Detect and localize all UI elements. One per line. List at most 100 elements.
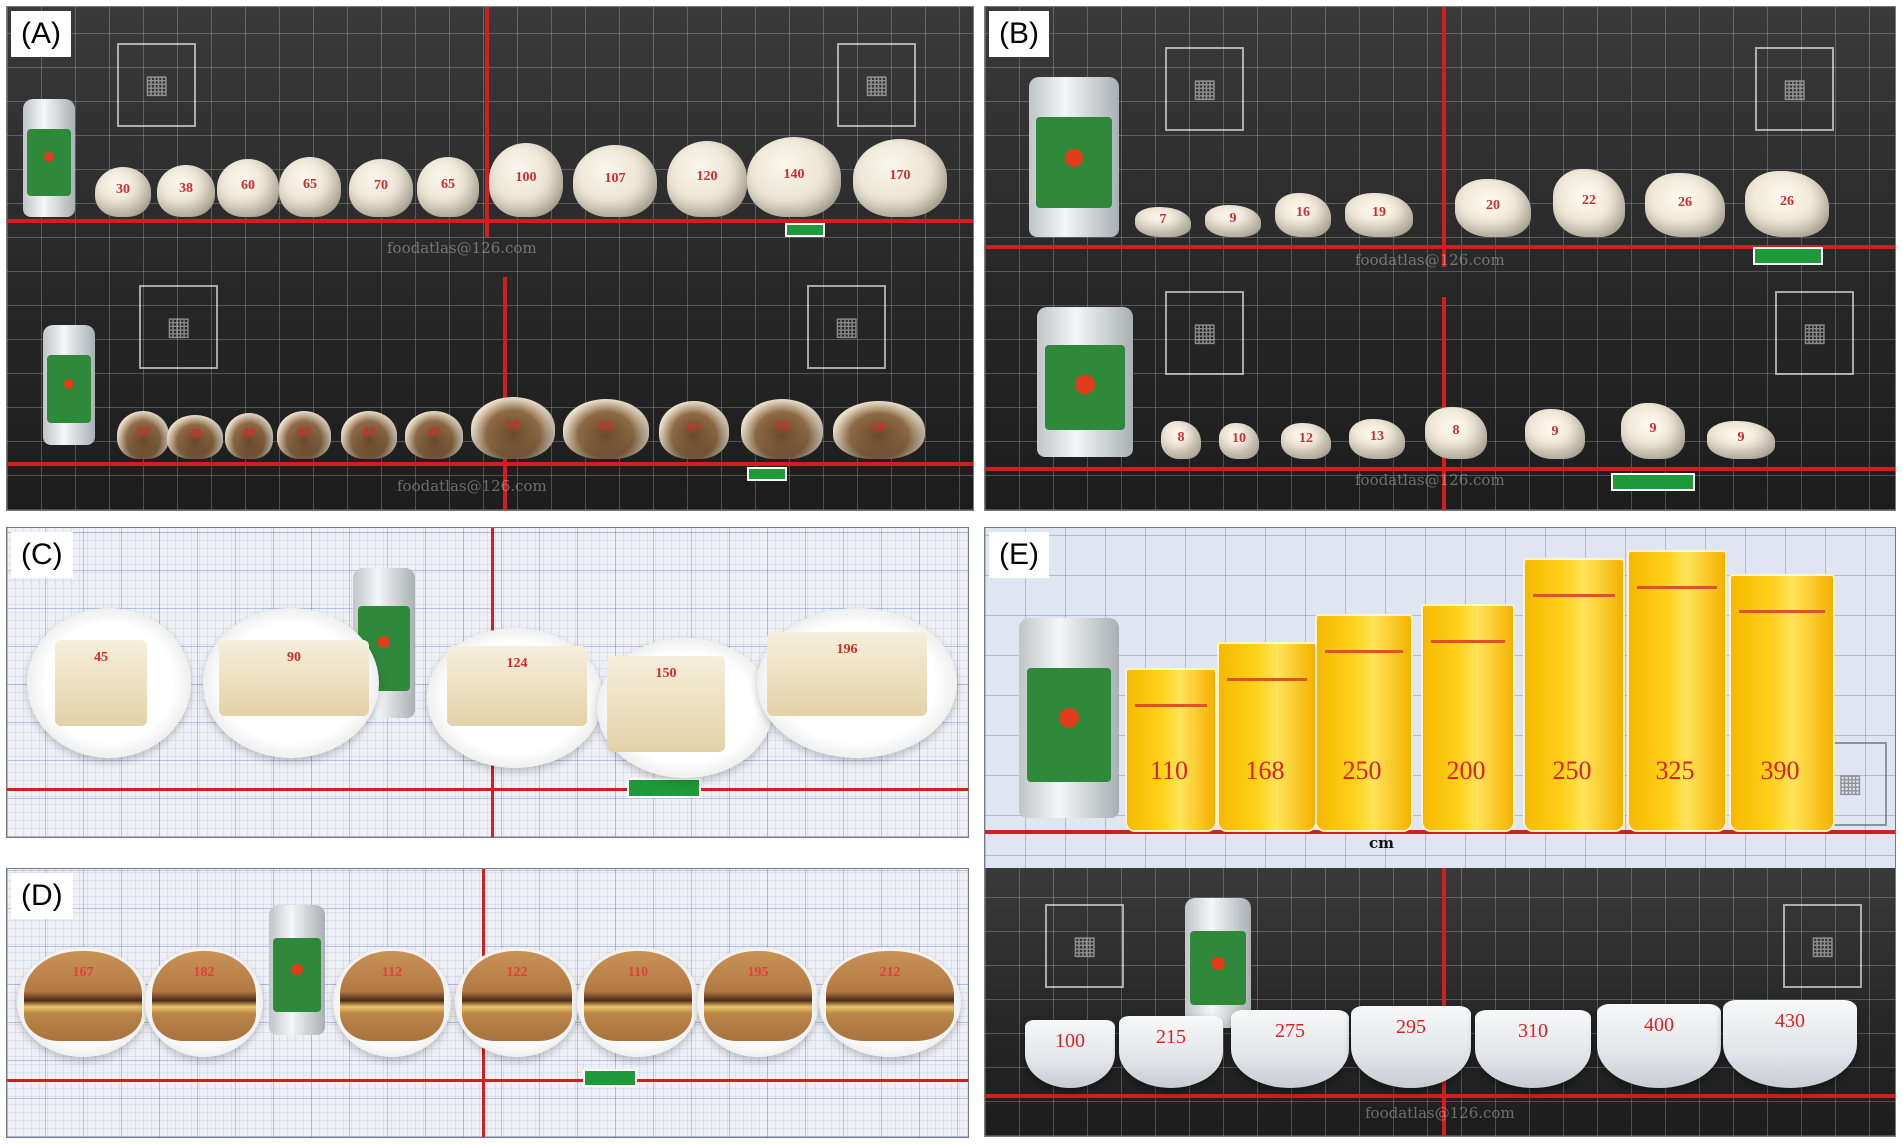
bun-value: 65 bbox=[303, 177, 317, 192]
scale-tag bbox=[627, 778, 701, 798]
bun-value: 65 bbox=[441, 177, 455, 192]
bun bbox=[667, 141, 747, 217]
rice-bowl bbox=[1475, 1010, 1591, 1088]
watermark-url: foodatlas@126.com bbox=[1355, 251, 1505, 269]
watermark-url: foodatlas@126.com bbox=[1355, 471, 1505, 489]
cut-bun bbox=[167, 415, 223, 459]
cut-bun bbox=[833, 401, 925, 459]
watermark-url: foodatlas@126.com bbox=[1365, 1104, 1515, 1122]
panel-e-label: (E) bbox=[989, 532, 1049, 578]
dumpling-value: 19 bbox=[1372, 205, 1386, 220]
bun bbox=[349, 159, 413, 217]
dumpling bbox=[1425, 407, 1487, 459]
sandwich-value: 90 bbox=[287, 650, 301, 665]
bun bbox=[853, 139, 947, 217]
rice-bowl bbox=[1231, 1010, 1349, 1088]
dumpling-value: 20 bbox=[1486, 198, 1500, 213]
dumpling-value: 9 bbox=[1229, 211, 1237, 226]
burger bbox=[152, 951, 256, 1041]
bun bbox=[217, 159, 279, 217]
rice-bowl bbox=[1025, 1020, 1115, 1088]
scale-tag bbox=[1611, 473, 1695, 491]
sandwich bbox=[219, 640, 369, 716]
beverage-can bbox=[1037, 307, 1133, 457]
beverage-can bbox=[1185, 898, 1251, 1028]
dumpling bbox=[1745, 171, 1829, 237]
dumpling bbox=[1645, 173, 1725, 237]
beverage-can bbox=[23, 99, 75, 217]
ruler-horizontal bbox=[985, 1094, 1895, 1098]
watermark-seal: ▦ bbox=[807, 285, 886, 369]
juice-glass bbox=[1421, 604, 1515, 832]
bun-value: 107 bbox=[604, 171, 626, 186]
bowl-value: 310 bbox=[1518, 1020, 1548, 1042]
dumpling-value: 9 bbox=[1649, 421, 1657, 436]
burger-value: 212 bbox=[879, 965, 901, 980]
dumpling-value: 9 bbox=[1737, 430, 1745, 445]
dumpling-value: 16 bbox=[1296, 205, 1310, 220]
sandwich-value: 196 bbox=[836, 642, 858, 657]
cut-bun-value: 40 bbox=[242, 426, 256, 441]
rice-bowl bbox=[1119, 1016, 1223, 1088]
juice-glass bbox=[1315, 614, 1413, 832]
cut-bun-value: 60 bbox=[872, 420, 886, 435]
panel-c-label: (C) bbox=[11, 532, 73, 578]
dumpling-value: 10 bbox=[1232, 431, 1246, 446]
dumpling bbox=[1205, 205, 1261, 237]
bowl-value: 295 bbox=[1396, 1016, 1426, 1038]
ruler-vertical bbox=[485, 7, 489, 237]
juice-value: 325 bbox=[1655, 756, 1695, 785]
juice-glass bbox=[1217, 642, 1317, 832]
beverage-can bbox=[43, 325, 95, 445]
cut-bun bbox=[741, 399, 823, 459]
axis-unit: cm bbox=[1369, 834, 1395, 852]
scale-tag bbox=[583, 1069, 637, 1087]
bun-value: 170 bbox=[889, 168, 911, 183]
panel-d-label: (D) bbox=[11, 873, 73, 919]
dumpling-value: 9 bbox=[1551, 424, 1559, 439]
burger-value: 195 bbox=[747, 965, 769, 980]
dumpling-value: 26 bbox=[1678, 195, 1692, 210]
panel-b-label: (B) bbox=[989, 11, 1049, 57]
dumpling bbox=[1553, 169, 1625, 237]
sandwich bbox=[607, 656, 725, 752]
beverage-can bbox=[269, 905, 325, 1035]
bun bbox=[417, 157, 479, 217]
dumpling-value: 7 bbox=[1159, 212, 1167, 227]
juice-value: 390 bbox=[1760, 756, 1800, 785]
watermark-seal: ▦ bbox=[1775, 291, 1854, 375]
juice-glass bbox=[1729, 574, 1835, 832]
bun-value: 30 bbox=[116, 182, 130, 197]
burger bbox=[704, 951, 812, 1041]
dumpling bbox=[1621, 403, 1685, 459]
cut-bun-value: 32 bbox=[136, 425, 150, 440]
dumpling bbox=[1525, 409, 1585, 459]
dumpling bbox=[1219, 423, 1259, 459]
burger bbox=[826, 951, 954, 1041]
cut-bun-value: 42 bbox=[297, 425, 311, 440]
dumpling bbox=[1281, 423, 1331, 459]
rice-bowl bbox=[1597, 1004, 1721, 1088]
cut-bun bbox=[405, 411, 463, 459]
juice-value: 168 bbox=[1245, 756, 1285, 785]
cut-bun bbox=[659, 401, 729, 459]
ruler-horizontal bbox=[985, 830, 1895, 834]
panel-b: (B) ▦ ▦ ▦ ▦ foodatlas@126.com foodatlas@… bbox=[984, 6, 1896, 511]
cut-bun-value: 58 bbox=[775, 419, 789, 434]
bowls-backdrop bbox=[985, 868, 1895, 1136]
dumpling-value: 13 bbox=[1370, 429, 1384, 444]
cut-bun-value: 60 bbox=[599, 419, 613, 434]
bowl-value: 400 bbox=[1644, 1014, 1674, 1036]
bun-value: 70 bbox=[374, 178, 388, 193]
sandwich bbox=[447, 646, 587, 726]
burger-value: 167 bbox=[72, 965, 94, 980]
beverage-can bbox=[1029, 77, 1119, 237]
ruler-vertical bbox=[1442, 868, 1446, 1136]
scale-tag bbox=[785, 223, 825, 237]
bun bbox=[95, 167, 151, 217]
watermark-seal: ▦ bbox=[1165, 47, 1244, 131]
ruler-vertical bbox=[1442, 7, 1446, 267]
dumpling bbox=[1349, 419, 1405, 459]
